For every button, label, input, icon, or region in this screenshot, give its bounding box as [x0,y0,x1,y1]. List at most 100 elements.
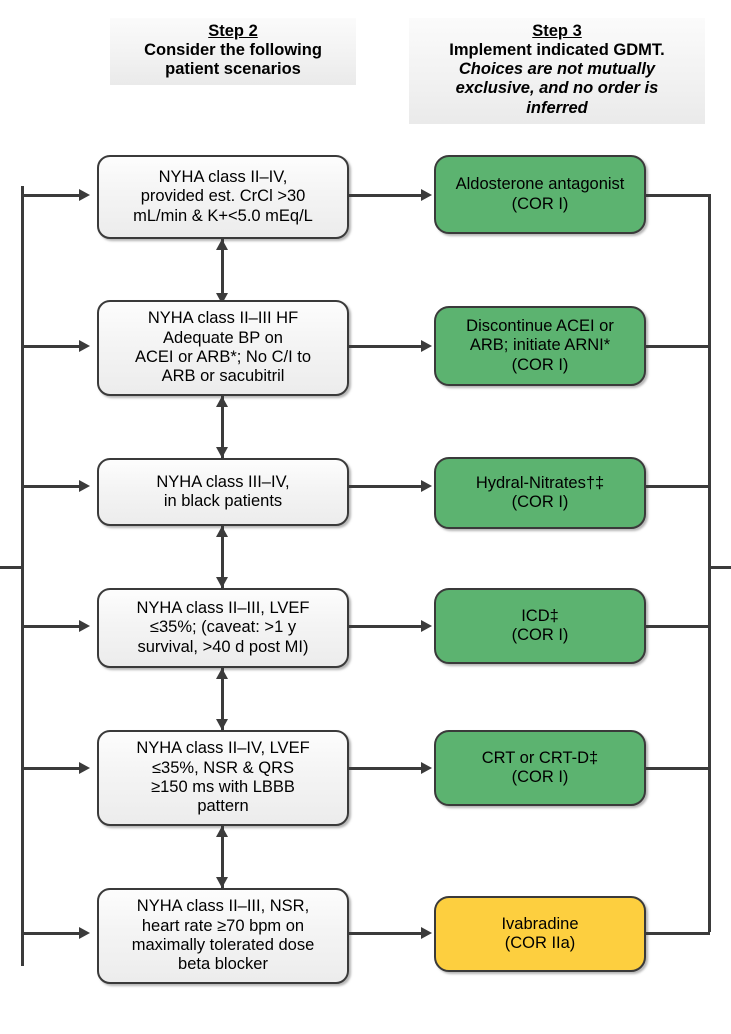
scenario-to-therapy-arrowhead-row-5 [421,762,432,774]
step3-step-label: Step 3 [532,22,582,40]
scenario-row-5-line-2: ≤35%, NSR & QRS [151,758,294,777]
therapy-to-right-bus-row-5 [646,767,710,770]
left-feed-arrowhead-row-3 [79,480,90,492]
scenario-row-4-line-1: NYHA class II–III, LVEF [136,599,310,618]
scenario-row-2-line-2: Adequate BP on [163,328,283,347]
interscenario-connector-2-3 [221,396,224,458]
left-feed-row-4 [21,625,79,628]
scenario-to-therapy-arrowhead-row-6 [421,927,432,939]
scenario-to-therapy-line-row-6 [349,932,421,935]
scenario-row-2-line-1: NYHA class II–III HF [147,309,299,328]
step2-step-label: Step 2 [208,22,258,40]
therapy-row-5-line-1: CRT or CRT-D‡ [481,748,599,767]
left-bus-inlet-stub [0,566,23,569]
left-bus-vertical [21,186,24,966]
therapy-row-1-line-1: Aldosterone antagonist [455,175,625,194]
interscenario-arrowhead-down-4-5 [216,719,228,730]
left-feed-arrowhead-row-4 [79,620,90,632]
scenario-row-5-line-3: ≥150 ms with LBBB [151,778,295,796]
step2-header: Step 2 Consider the following patient sc… [110,18,356,86]
therapy-box-row-3[interactable]: Hydral-Nitrates†‡ (COR I) [434,457,646,529]
therapy-box-row-4[interactable]: ICD‡ (COR I) [434,588,646,664]
therapy-to-right-bus-row-2 [646,345,710,348]
interscenario-arrowhead-up-5-6 [216,826,228,837]
step3-italic-line3: inferred [526,98,588,117]
therapy-row-3-line-2: (COR I) [511,493,569,511]
scenario-row-3-line-2: in black patients [163,492,283,510]
left-feed-row-6 [21,932,79,935]
left-feed-row-1 [21,194,79,197]
therapy-to-right-bus-row-3 [646,485,710,488]
scenario-row-4-line-3: survival, >40 d post MI) [137,637,309,656]
therapy-to-right-bus-row-4 [646,625,710,628]
interscenario-connector-1-2 [221,239,224,304]
scenario-box-row-5[interactable]: NYHA class II–IV, LVEF ≤35%, NSR & QRS ≥… [97,730,349,826]
scenario-row-1-line-3: mL/min & K+<5.0 mEq/L [133,206,313,225]
scenario-row-1-line-1: NYHA class II–IV, [158,168,288,187]
left-feed-arrowhead-row-1 [79,189,90,201]
therapy-row-2-line-1: Discontinue ACEI or [466,317,614,336]
scenario-to-therapy-arrowhead-row-2 [421,340,432,352]
scenario-to-therapy-arrowhead-row-1 [421,189,432,201]
scenario-row-6-line-1: NYHA class II–III, NSR, [136,897,310,916]
interscenario-connector-4-5 [221,668,224,730]
interscenario-connector-5-6 [221,826,224,888]
therapy-box-row-6[interactable]: Ivabradine (COR IIa) [434,896,646,972]
step3-header: Step 3 Implement indicated GDMT. Choices… [409,18,705,124]
therapy-box-row-5[interactable]: CRT or CRT-D‡ (COR I) [434,730,646,806]
therapy-row-6-line-1: Ivabradine [501,914,579,933]
scenario-box-row-4[interactable]: NYHA class II–III, LVEF ≤35%; (caveat: >… [97,588,349,668]
left-feed-row-3 [21,485,79,488]
interscenario-connector-3-4 [221,526,224,588]
scenario-to-therapy-line-row-5 [349,767,421,770]
scenario-row-5-line-4: pattern [197,797,249,816]
therapy-to-right-bus-row-6 [646,932,710,935]
step3-italic-line1: Choices are not mutually [458,60,656,79]
therapy-row-4-line-2: (COR I) [511,626,569,644]
interscenario-arrowhead-down-5-6 [216,877,228,888]
scenario-box-row-1[interactable]: NYHA class II–IV, provided est. CrCl >30… [97,155,349,239]
step3-line1: Implement indicated GDMT. [449,41,665,60]
right-bus-vertical [708,194,711,932]
interscenario-arrowhead-up-2-3 [216,396,228,407]
right-bus-outlet-stub [708,566,731,569]
therapy-box-row-2[interactable]: Discontinue ACEI or ARB; initiate ARNI* … [434,306,646,386]
scenario-to-therapy-arrowhead-row-3 [421,480,432,492]
scenario-row-2-line-4: ARB or sacubitril [161,367,285,386]
interscenario-arrowhead-up-3-4 [216,526,228,537]
step2-line2: patient scenarios [165,60,301,79]
scenario-to-therapy-line-row-2 [349,345,421,348]
interscenario-arrowhead-down-1-2 [216,293,228,304]
therapy-to-right-bus-row-1 [646,194,710,197]
therapy-row-2-line-2: ARB; initiate ARNI* [469,336,611,355]
therapy-row-1-line-2: (COR I) [511,194,569,213]
scenario-box-row-2[interactable]: NYHA class II–III HF Adequate BP on ACEI… [97,300,349,396]
therapy-row-2-line-3: (COR I) [511,355,569,374]
scenario-to-therapy-arrowhead-row-4 [421,620,432,632]
scenario-row-4-line-2: ≤35%; (caveat: >1 y [149,618,297,637]
scenario-row-6-line-2: heart rate ≥70 bpm on [141,916,305,935]
interscenario-arrowhead-up-4-5 [216,668,228,679]
interscenario-arrowhead-down-3-4 [216,577,228,588]
step2-line1: Consider the following [144,41,322,60]
scenario-row-2-line-3: ACEI or ARB*; No C/I to [134,348,312,366]
therapy-row-3-line-1: Hydral-Nitrates†‡ [475,473,605,492]
therapy-row-5-line-2: (COR I) [511,768,569,786]
scenario-row-1-line-2: provided est. CrCl >30 [140,187,306,206]
step3-italic-line2: exclusive, and no order is [455,79,659,98]
left-feed-row-2 [21,345,79,348]
interscenario-arrowhead-up-1-2 [216,239,228,250]
scenario-to-therapy-line-row-4 [349,625,421,628]
scenario-box-row-3[interactable]: NYHA class III–IV, in black patients [97,458,349,526]
left-feed-row-5 [21,767,79,770]
interscenario-arrowhead-down-2-3 [216,447,228,458]
therapy-box-row-1[interactable]: Aldosterone antagonist (COR I) [434,155,646,234]
left-feed-arrowhead-row-5 [79,762,90,774]
scenario-row-5-line-1: NYHA class II–IV, LVEF [136,739,310,758]
scenario-box-row-6[interactable]: NYHA class II–III, NSR, heart rate ≥70 b… [97,888,349,984]
scenario-row-6-line-4: beta blocker [178,955,268,974]
scenario-row-3-line-1: NYHA class III–IV, [156,472,290,491]
therapy-row-6-line-2: (COR IIa) [504,934,576,952]
therapy-row-4-line-1: ICD‡ [521,606,559,625]
